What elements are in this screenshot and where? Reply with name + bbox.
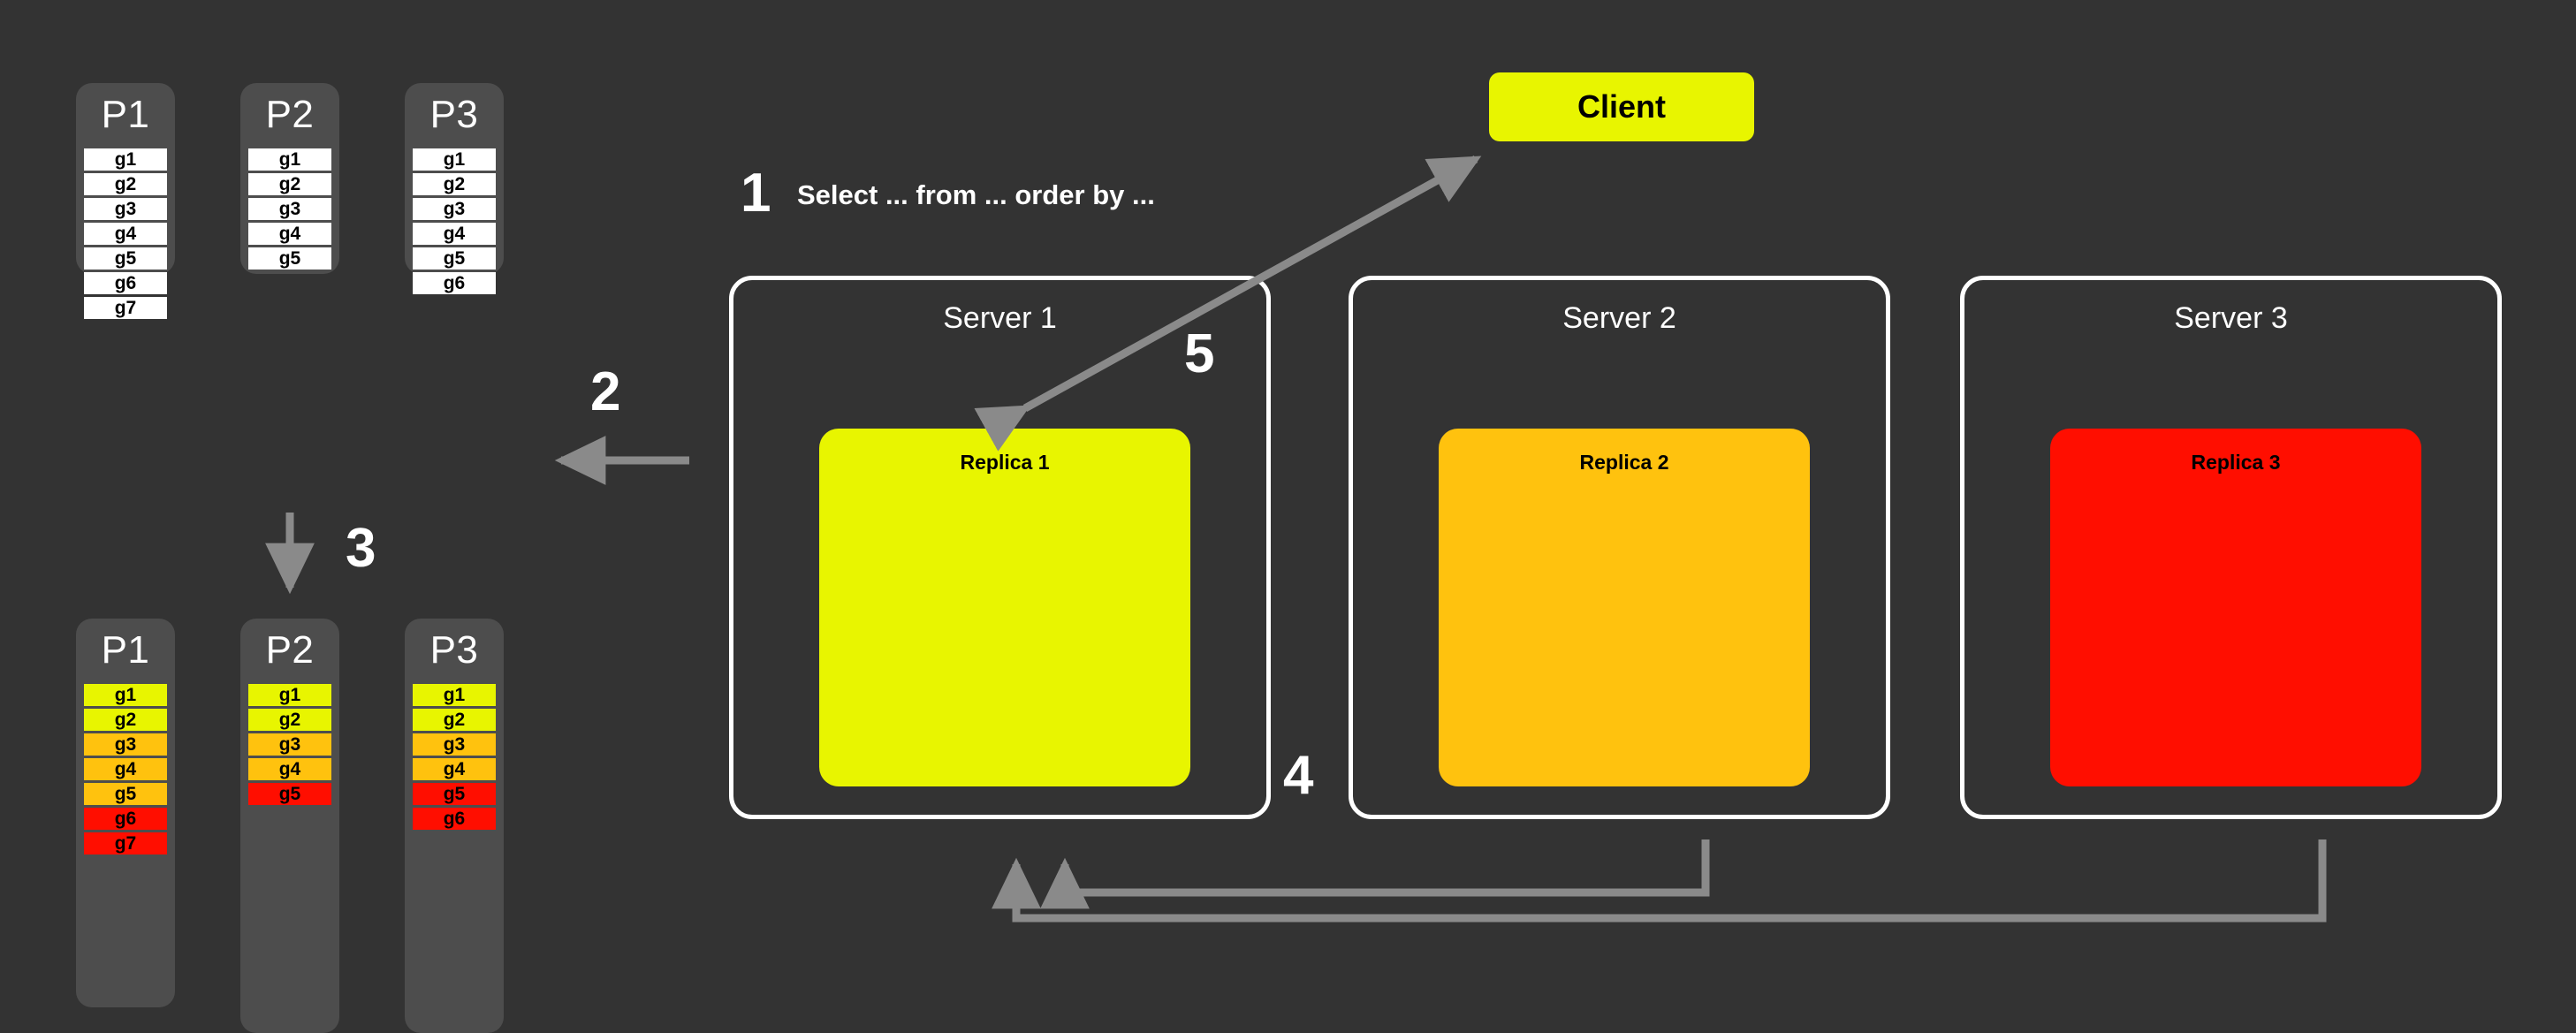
- partition-cell: g4: [413, 223, 496, 245]
- partition-cell-list: g1 g2 g3 g4 g5 g6 g7: [84, 148, 167, 319]
- partition-cell: g1: [248, 148, 331, 171]
- step-number-2: 2: [590, 361, 621, 422]
- partition-title: P3: [429, 628, 479, 672]
- partition-cell-list: g1 g2 g3 g4 g5: [248, 684, 331, 805]
- partition-cell: g2: [248, 173, 331, 195]
- server-box-1[interactable]: Server 1 Replica 1: [729, 276, 1271, 819]
- partition-cell: g7: [84, 832, 167, 855]
- partition-title: P3: [429, 93, 479, 136]
- partition-cell: g2: [84, 173, 167, 195]
- partition-cell: g2: [248, 709, 331, 731]
- replica-label: Replica 3: [2191, 451, 2281, 474]
- partition-cell: g6: [413, 808, 496, 830]
- replica-box-1[interactable]: Replica 1: [819, 429, 1190, 786]
- replica-label: Replica 1: [960, 451, 1050, 474]
- step-number-1: 1: [741, 163, 771, 224]
- partition-cell: g1: [413, 684, 496, 706]
- partition-column-p3-top: P3 g1 g2 g3 g4 g5 g6: [405, 83, 504, 294]
- partition-cell: g7: [84, 297, 167, 319]
- step-number-5: 5: [1184, 323, 1215, 384]
- replica-box-2[interactable]: Replica 2: [1439, 429, 1810, 786]
- arrow-step-4-inner: [1040, 839, 1710, 909]
- partition-cell: g4: [84, 758, 167, 780]
- partition-cell: g1: [84, 148, 167, 171]
- partition-cell: g5: [248, 783, 331, 805]
- client-label: Client: [1577, 88, 1666, 125]
- server-box-2[interactable]: Server 2 Replica 2: [1349, 276, 1890, 819]
- partition-cell: g1: [84, 684, 167, 706]
- partition-cell: g6: [84, 808, 167, 830]
- partition-cell: g3: [413, 198, 496, 220]
- partition-title: P1: [101, 93, 150, 136]
- server-title: Server 2: [1562, 301, 1676, 335]
- replica-label: Replica 2: [1579, 451, 1669, 474]
- partition-cell: g3: [413, 733, 496, 756]
- partition-cell: g1: [413, 148, 496, 171]
- client-box[interactable]: Client: [1489, 72, 1754, 141]
- partition-cell-list: g1 g2 g3 g4 g5 g6 g7: [84, 684, 167, 855]
- partition-cell: g6: [413, 272, 496, 294]
- step-number-4: 4: [1283, 745, 1314, 806]
- partition-cell: g5: [413, 783, 496, 805]
- partition-title: P2: [265, 93, 315, 136]
- step-number-3: 3: [346, 518, 376, 579]
- replica-box-3[interactable]: Replica 3: [2050, 429, 2421, 786]
- partition-cell-list: g1 g2 g3 g4 g5 g6: [413, 148, 496, 294]
- partition-cell: g5: [84, 783, 167, 805]
- server-box-3[interactable]: Server 3 Replica 3: [1960, 276, 2502, 819]
- query-text: Select ... from ... order by ...: [797, 179, 1155, 210]
- partition-cell: g6: [84, 272, 167, 294]
- partition-column-p3-bottom: P3 g1 g2 g3 g4 g5 g6: [405, 619, 504, 1033]
- partition-cell: g4: [413, 758, 496, 780]
- partition-cell-list: g1 g2 g3 g4 g5 g6: [413, 684, 496, 830]
- partition-cell: g5: [248, 247, 331, 270]
- partition-column-p1-top: P1 g1 g2 g3 g4 g5 g6 g7: [76, 83, 175, 319]
- partition-cell: g2: [84, 709, 167, 731]
- partition-cell: g5: [84, 247, 167, 270]
- partition-cell: g3: [84, 198, 167, 220]
- partition-cell: g1: [248, 684, 331, 706]
- arrow-step-4-outer: [992, 839, 2327, 923]
- partition-title: P2: [265, 628, 315, 672]
- partition-cell: g2: [413, 709, 496, 731]
- partition-column-p1-bottom: P1 g1 g2 g3 g4 g5 g6 g7: [76, 619, 175, 1007]
- partition-cell: g4: [248, 758, 331, 780]
- partition-cell: g3: [84, 733, 167, 756]
- partition-column-p2-bottom: P2 g1 g2 g3 g4 g5: [240, 619, 339, 1033]
- partition-cell: g5: [413, 247, 496, 270]
- partition-cell: g2: [413, 173, 496, 195]
- partition-cell: g4: [84, 223, 167, 245]
- partition-column-p2-top: P2 g1 g2 g3 g4 g5: [240, 83, 339, 274]
- partition-cell: g4: [248, 223, 331, 245]
- partition-cell: g3: [248, 198, 331, 220]
- partition-title: P1: [101, 628, 150, 672]
- partition-cell: g3: [248, 733, 331, 756]
- partition-cell-list: g1 g2 g3 g4 g5: [248, 148, 331, 270]
- server-title: Server 3: [2174, 301, 2288, 335]
